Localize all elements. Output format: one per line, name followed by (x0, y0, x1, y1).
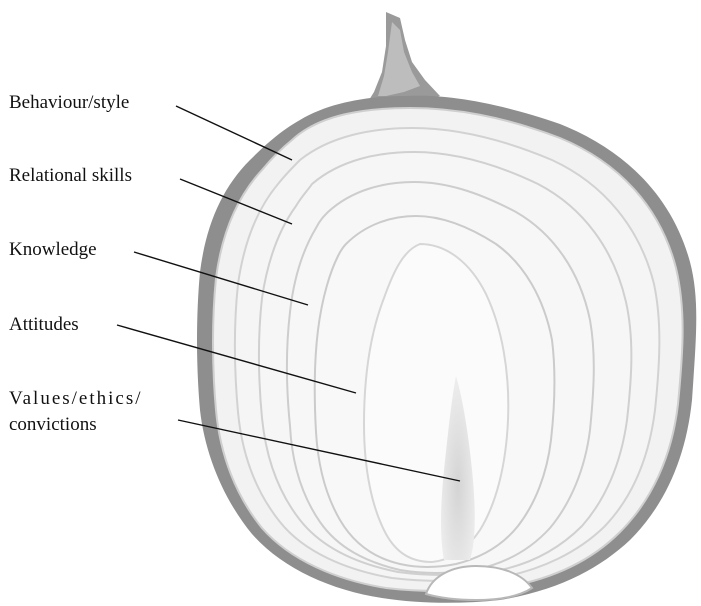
label-convictions: convictions (9, 413, 97, 437)
label-attitudes: Attitudes (9, 313, 79, 337)
label-knowledge: Knowledge (9, 238, 97, 262)
label-relational-skills: Relational skills (9, 164, 132, 188)
leader-line-behaviour (176, 106, 292, 160)
label-behaviour-style: Behaviour/style (9, 91, 129, 115)
label-values-ethics: Values/ethics/ (9, 387, 143, 411)
